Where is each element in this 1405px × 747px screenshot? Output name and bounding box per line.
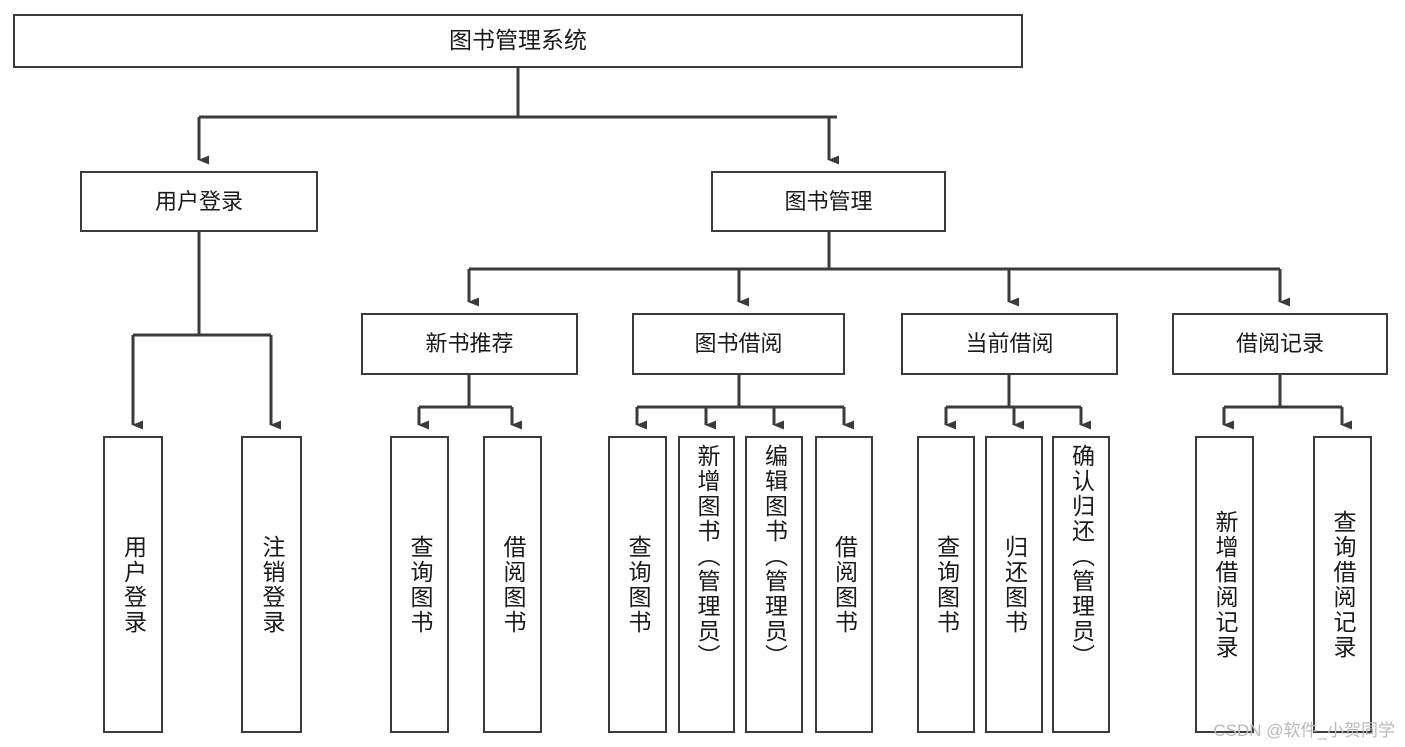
leaf-query-book-recommend[interactable]: 查询图书	[390, 436, 449, 733]
node-label: 图书管理	[784, 188, 873, 214]
node-label: 图书借阅	[694, 331, 783, 357]
node-label: 查询图书	[625, 534, 651, 635]
node-borrow-record[interactable]: 借阅记录	[1172, 313, 1388, 375]
leaf-query-book-current[interactable]: 查询图书	[917, 436, 975, 733]
node-label: 当前借阅	[965, 331, 1054, 357]
leaf-add-book-admin[interactable]: 新增图书（管理员）	[678, 436, 735, 733]
node-label: 查询图书	[933, 534, 960, 635]
node-label: 归还图书	[1001, 534, 1028, 635]
node-label: 借阅记录	[1235, 331, 1324, 357]
node-label: 图书管理系统	[449, 27, 587, 54]
node-label: 用户登录	[120, 534, 147, 635]
node-label: 用户登录	[154, 188, 243, 214]
leaf-confirm-return-admin[interactable]: 确认归还（管理员）	[1052, 436, 1110, 733]
leaf-borrow-book-recommend[interactable]: 借阅图书	[483, 436, 542, 733]
leaf-add-borrow-record[interactable]: 新增借阅记录	[1195, 436, 1254, 733]
leaf-user-logout[interactable]: 注销登录	[241, 436, 302, 733]
node-label: 确认归还（管理员）	[1068, 444, 1095, 669]
leaf-borrow-book[interactable]: 借阅图书	[815, 436, 873, 733]
node-label: 注销登录	[259, 534, 285, 635]
node-label: 新书推荐	[425, 331, 514, 357]
node-label: 借阅图书	[831, 534, 858, 635]
node-label: 查询图书	[407, 534, 433, 635]
node-label: 新增借阅记录	[1212, 509, 1238, 660]
leaf-query-borrow-record[interactable]: 查询借阅记录	[1313, 436, 1372, 733]
node-current-borrow[interactable]: 当前借阅	[901, 313, 1118, 375]
node-book-management[interactable]: 图书管理	[711, 171, 946, 232]
node-label: 编辑图书（管理员）	[761, 444, 788, 669]
node-label: 借阅图书	[500, 534, 526, 635]
leaf-edit-book-admin[interactable]: 编辑图书（管理员）	[745, 436, 803, 733]
node-book-borrow[interactable]: 图书借阅	[632, 313, 845, 375]
node-root-system[interactable]: 图书管理系统	[13, 14, 1023, 68]
node-label: 新增图书（管理员）	[694, 444, 720, 669]
node-new-book-recommend[interactable]: 新书推荐	[361, 313, 578, 375]
leaf-query-book-borrow[interactable]: 查询图书	[608, 436, 667, 733]
node-label: 查询借阅记录	[1330, 509, 1356, 660]
node-user-login[interactable]: 用户登录	[80, 171, 318, 232]
watermark: CSDN @软件_小贺同学	[1213, 721, 1395, 740]
leaf-user-login[interactable]: 用户登录	[103, 436, 163, 733]
leaf-return-book[interactable]: 归还图书	[985, 436, 1043, 733]
